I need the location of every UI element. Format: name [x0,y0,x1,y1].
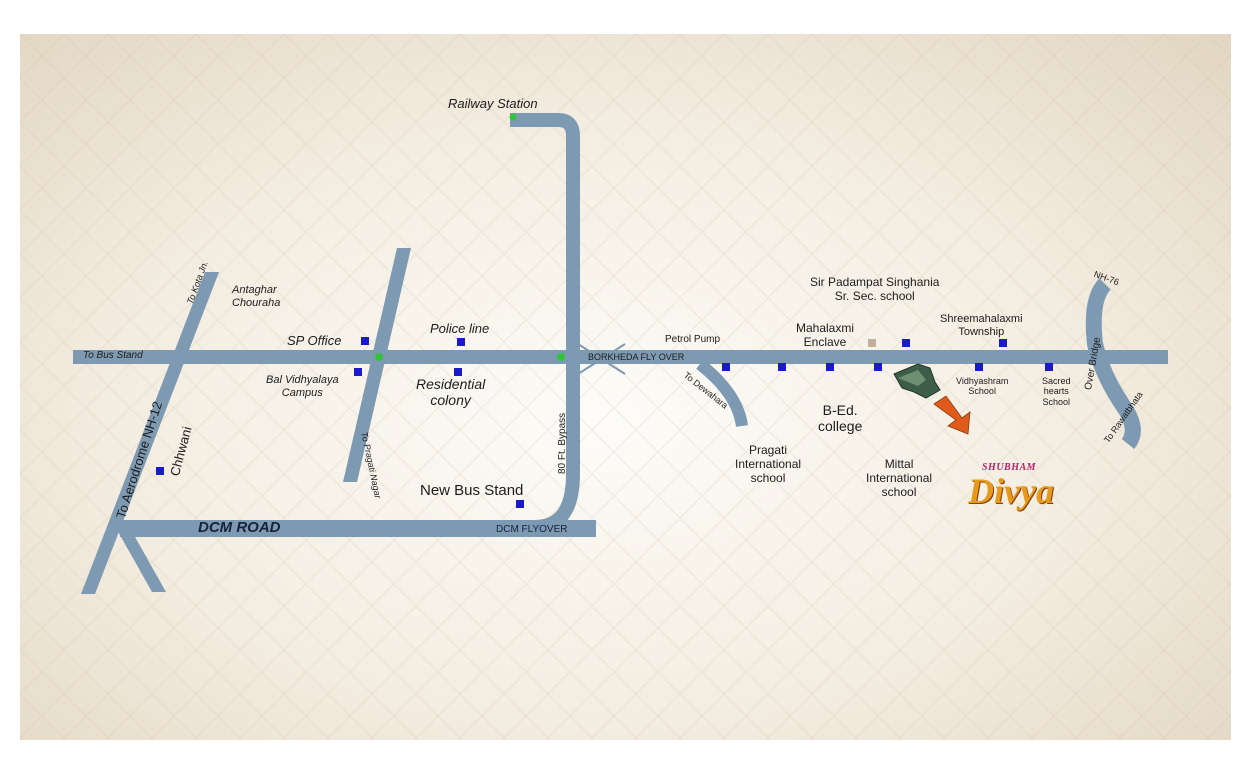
dcm-flyover-label: DCM FLYOVER [496,524,568,535]
railway-station-label: Railway Station [448,96,538,111]
borkheda-flyover-mark [577,343,626,375]
mahalaxmi-enclave-label: Mahalaxmi Enclave [796,321,855,350]
junction-dots [375,113,565,361]
sp-office-label: SP Office [287,333,342,348]
vidhyashram-line1: Vidhyashram [956,376,1009,386]
new-bus-stand-label: New Bus Stand [420,482,524,499]
shreemahalaxmi-line2: Township [958,325,1005,338]
shreemahalaxmi-line1: Shreemahalaxmi [940,313,1023,325]
mittal-international-label: Mittal International school [866,457,933,499]
mittal-line1: Mittal [884,457,914,471]
bed-college-line1: B-Ed. [822,402,858,418]
shreemahalaxmi-label: Shreemahalaxmi Township [940,313,1023,338]
residential-colony-line2: colony [430,392,471,409]
pragati-nagar-road [343,248,411,482]
pragati-line1: Pragati [749,443,788,457]
mahalaxmi-enclave-line2: Enclave [803,334,847,349]
marker-sir-padampat [902,339,910,347]
marker-bed-college [826,363,834,371]
map-background-pattern [20,34,1231,740]
sacred-hearts-label: Sacred hearts School [1042,376,1071,407]
brand-logo: Divya [968,471,1054,511]
dcm-road-label: DCM ROAD [198,519,281,536]
project-arrow [933,395,971,435]
marker-chhwani [156,467,164,475]
marker-vidhyashram [975,363,983,371]
mahalaxmi-enclave-line1: Mahalaxmi [796,321,855,335]
residential-colony-line1: Residential [416,376,486,392]
sacred-hearts-line1: Sacred [1042,376,1071,386]
marker-bal-vidhyalaya [354,368,362,376]
dewahara-road [696,359,748,428]
bal-vidhyalaya-line2: Campus [281,386,323,399]
pragati-international-label: Pragati International school [735,443,802,485]
to-bus-stand-label: To Bus Stand [83,350,143,361]
antaghar-label: Antaghar Chouraha [232,284,280,309]
dcm-branch [116,528,166,592]
junction-dot-railway [509,113,517,121]
antaghar-line2: Chouraha [232,296,281,309]
pragati-line2: International [735,456,802,471]
marker-sacred-hearts [1045,363,1053,371]
antaghar-line1: Antaghar [232,284,277,296]
sir-padampat-line2: Sr. Sec. school [834,288,915,303]
sacred-hearts-line2: hearts [1043,386,1069,397]
map-canvas [20,34,1231,740]
vidhyashram-label: Vidhyashram School [956,376,1008,397]
marker-shreemahalaxmi [999,339,1007,347]
bal-vidhyalaya-label: Bal Vidhyalaya Campus [266,374,339,399]
marker-pragati-school [778,363,786,371]
nh76-road [1085,278,1141,449]
sacred-hearts-line3: School [1042,396,1071,407]
junction-dot-pragati [375,353,383,361]
roads [73,113,1168,594]
marker-new-bus-stand [516,500,524,508]
borkheda-flyover-label: BORKHEDA FLY OVER [588,352,685,362]
police-line-label: Police line [430,321,490,336]
landmark-markers [156,337,1053,508]
sir-padampat-line1: Sir Padampat Singhania [810,275,940,289]
marker-mahalaxmi-enclave [868,339,876,347]
marker-residential-colony [454,368,462,376]
mittal-line3: school [881,484,917,499]
vidhyashram-line2: School [968,386,996,397]
dcm-road [120,520,596,537]
location-map: Railway Station Antaghar Chouraha To Kot… [20,34,1231,740]
bypass-label: 80 Ft. Bypass [557,412,568,474]
marker-mittal-school [874,363,882,371]
nh12-road [81,272,219,594]
project-building-icon [893,363,941,399]
pragati-line3: school [750,470,786,485]
main-road [73,350,1168,364]
bed-college-line2: college [818,418,863,435]
sir-padampat-label: Sir Padampat Singhania Sr. Sec. school [810,275,940,304]
mittal-line2: International [866,470,933,485]
marker-sp-office [361,337,369,345]
marker-police-line [457,338,465,346]
bed-college-label: B-Ed. college [818,402,862,434]
brand-top-label: SHUBHAM [982,462,1037,473]
marker-petrol-pump [722,363,730,371]
petrol-pump-label: Petrol Pump [665,334,721,345]
bal-vidhyalaya-line1: Bal Vidhyalaya [266,374,339,386]
junction-dot-bypass [557,353,565,361]
residential-colony-label: Residential colony [416,376,485,408]
